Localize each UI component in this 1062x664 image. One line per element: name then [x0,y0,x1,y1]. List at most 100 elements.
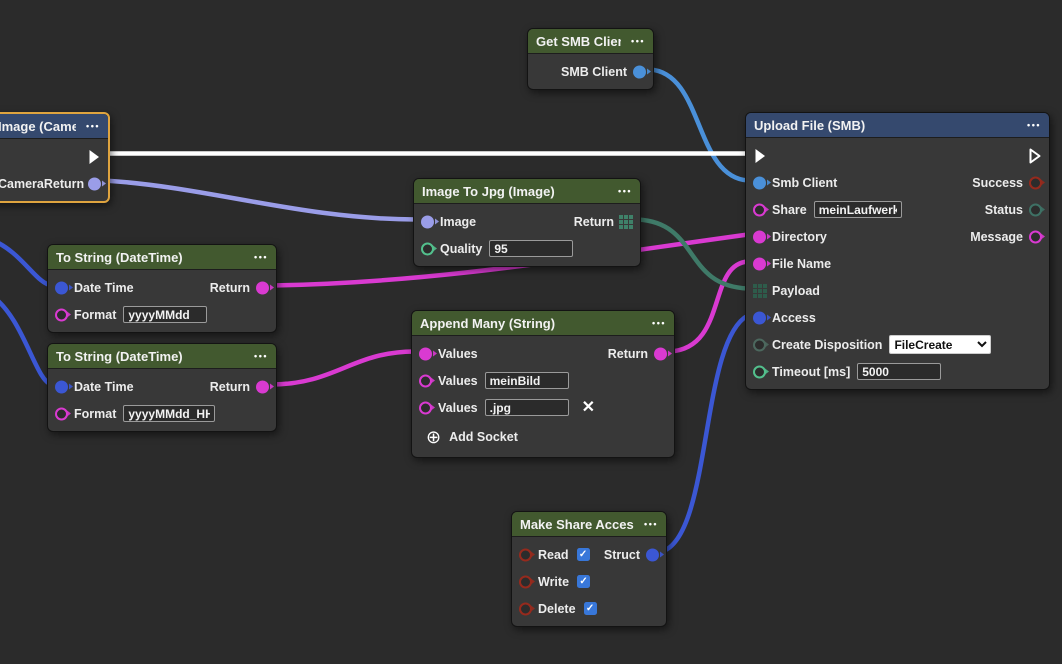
image-input-label: Image [440,215,476,229]
socket-row: Payload [746,277,1049,304]
values-input-socket-1[interactable] [419,347,432,360]
delete-checkbox[interactable]: ✓ [584,602,597,615]
share-input[interactable] [814,201,902,218]
node-menu-button[interactable]: ••• [608,186,632,196]
node-title: Image To Jpg (Image) [422,184,555,199]
quality-input[interactable] [489,240,573,257]
access-input-socket[interactable] [753,311,766,324]
node-make-share-access[interactable]: Make Share Access ••• Read ✓ Struct Writ… [511,511,667,627]
values-input-2[interactable] [485,372,569,389]
file-name-input-socket[interactable] [753,257,766,270]
struct-output-label: Struct [604,548,640,562]
message-output-socket[interactable] [1029,230,1042,243]
date-time-input-socket[interactable] [55,281,68,294]
socket-row: SMB Client [528,58,653,85]
timeout-input-socket[interactable] [753,365,766,378]
socket-row: Camera Return [0,170,108,197]
return-output-label: Return [44,177,84,191]
remove-socket-button[interactable]: ✕ [582,400,595,416]
socket-row: File Name [746,250,1049,277]
directory-input-socket[interactable] [753,230,766,243]
exec-input-pin[interactable] [753,147,767,164]
format-input-label: Format [74,407,116,421]
delete-input-socket[interactable] [519,602,532,615]
write-input-socket[interactable] [519,575,532,588]
values-input-socket-2[interactable] [419,374,432,387]
write-checkbox[interactable]: ✓ [577,575,590,588]
values-input-socket-3[interactable] [419,401,432,414]
node-header: To String (DateTime) ••• [48,245,276,270]
socket-row: Date Time Return [48,373,276,400]
format-input-socket[interactable] [55,407,68,420]
byte-array-output-socket[interactable] [619,215,633,229]
struct-output-socket[interactable] [646,548,659,561]
node-menu-button[interactable]: ••• [634,519,658,529]
node-to-string-datetime-2[interactable]: To String (DateTime) ••• Date Time Retur… [47,343,277,432]
node-menu-button[interactable]: ••• [76,121,100,131]
smb-client-output-label: SMB Client [561,65,627,79]
success-output-socket[interactable] [1029,176,1042,189]
format-input[interactable] [123,405,215,422]
wire-payload[interactable] [638,220,748,289]
socket-row: Create Disposition FileCreate [746,331,1049,358]
node-title: Get SMB Client [536,34,621,49]
node-image-to-jpg[interactable]: Image To Jpg (Image) ••• Image Return Qu… [413,178,641,267]
values-input-3[interactable] [485,399,569,416]
date-time-input-label: Date Time [74,281,134,295]
share-input-socket[interactable] [753,203,766,216]
node-to-string-datetime-1[interactable]: To String (DateTime) ••• Date Time Retur… [47,244,277,333]
format-input[interactable] [123,306,207,323]
return-output-socket[interactable] [256,281,269,294]
return-output-socket[interactable] [88,177,101,190]
read-checkbox[interactable]: ✓ [577,548,590,561]
return-output-socket[interactable] [654,347,667,360]
node-menu-button[interactable]: ••• [244,252,268,262]
node-menu-button[interactable]: ••• [642,318,666,328]
wire-datetime-2[interactable] [0,296,52,385]
return-output-socket[interactable] [256,380,269,393]
socket-row: Read ✓ Struct [512,541,666,568]
create-disposition-select[interactable]: FileCreate [889,335,991,354]
node-upload-file-smb[interactable]: Upload File (SMB) ••• Smb Client Success… [745,112,1050,390]
node-menu-button[interactable]: ••• [244,351,268,361]
socket-row: Format [48,301,276,328]
wire-smb-client[interactable] [650,70,748,181]
node-menu-button[interactable]: ••• [621,36,645,46]
delete-input-label: Delete [538,602,576,616]
return-output-label: Return [574,215,614,229]
wire-values[interactable] [272,352,414,385]
smb-client-output-socket[interactable] [633,65,646,78]
values-input-label-1: Values [438,347,478,361]
read-input-socket[interactable] [519,548,532,561]
camera-input-label: Camera [0,177,44,191]
status-output-socket[interactable] [1029,203,1042,216]
create-disposition-input-socket[interactable] [753,338,766,351]
image-input-socket[interactable] [421,215,434,228]
check-icon: ✓ [579,577,587,587]
smb-client-input-socket[interactable] [753,176,766,189]
node-append-many[interactable]: Append Many (String) ••• Values Return V… [411,310,675,458]
format-input-socket[interactable] [55,308,68,321]
exec-output-pin[interactable] [1028,147,1042,164]
wire-image[interactable] [104,181,416,220]
timeout-input[interactable] [857,363,941,380]
node-title: Make Share Access [520,517,634,532]
node-get-smb-client[interactable]: Get SMB Client ••• SMB Client [527,28,654,90]
quality-input-label: Quality [440,242,482,256]
create-disposition-input-label: Create Disposition [772,338,882,352]
add-socket-button[interactable]: ⊕ Add Socket [412,421,674,453]
node-image-camera[interactable]: Image (Camera) ••• Camera Return [0,112,110,203]
socket-row: Values Return [412,340,674,367]
quality-input-socket[interactable] [421,242,434,255]
socket-row: Write ✓ [512,568,666,595]
date-time-input-socket[interactable] [55,380,68,393]
socket-row: Quality [414,235,640,262]
payload-input-socket[interactable] [753,284,767,298]
wire-datetime-1[interactable] [0,240,52,286]
timeout-input-label: Timeout [ms] [772,365,850,379]
exec-output-pin[interactable] [87,148,101,165]
socket-row: Smb Client Success [746,169,1049,196]
return-output-label: Return [608,347,648,361]
node-menu-button[interactable]: ••• [1017,120,1041,130]
